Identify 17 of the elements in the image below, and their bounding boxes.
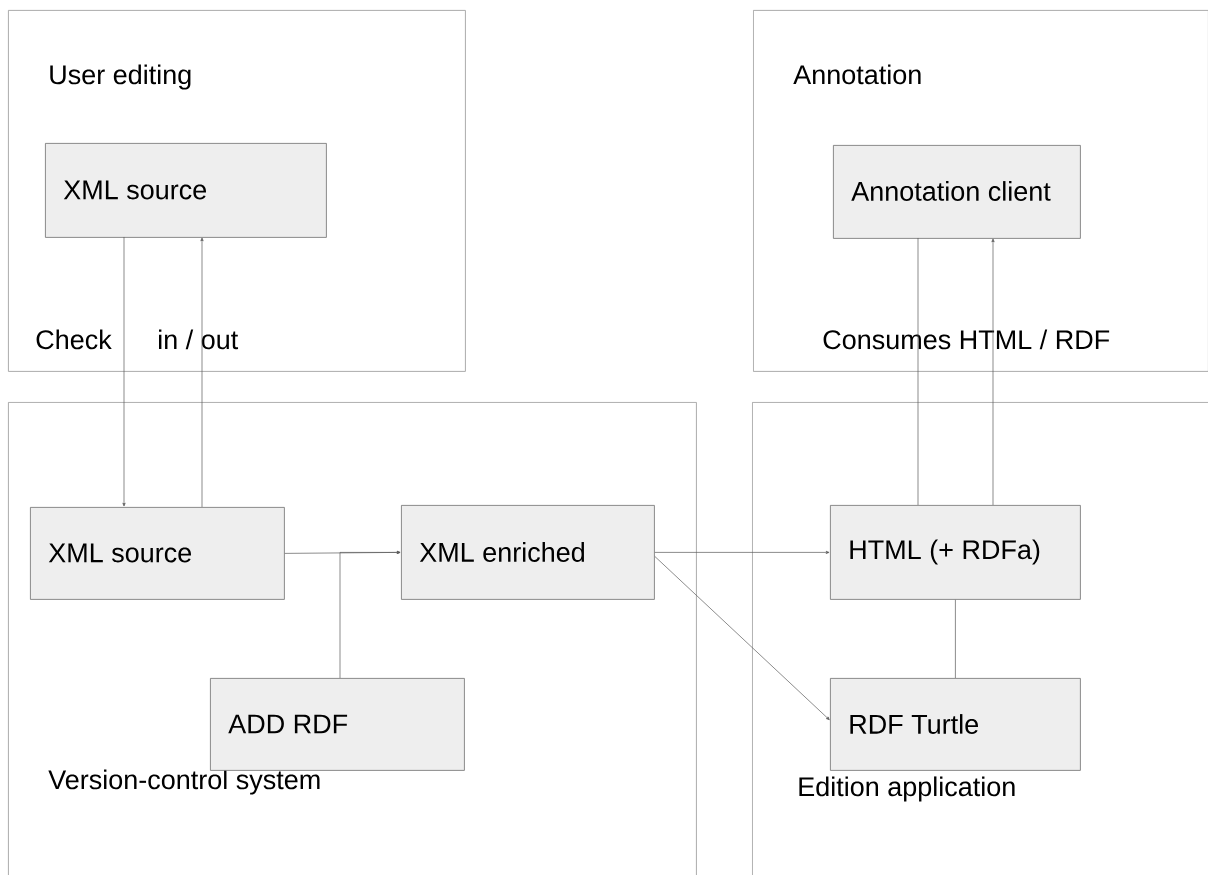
label: Check	[36, 329, 112, 350]
connector	[917, 237, 919, 506]
process-box: XML source	[30, 507, 285, 600]
process-box: XML enriched	[401, 505, 655, 600]
connector	[654, 550, 830, 554]
process-box: HTML (+ RDFa)	[830, 505, 1081, 600]
process-box: RDF Turtle	[830, 678, 1081, 771]
process-box: ADD RDF	[210, 678, 465, 771]
label: in / out	[159, 329, 239, 350]
connector	[200, 237, 204, 508]
connector	[955, 599, 956, 679]
process-box: XML source	[45, 143, 327, 238]
connector	[122, 236, 126, 507]
process-box: Annotation client	[833, 145, 1081, 239]
connector	[654, 556, 830, 721]
connector	[339, 550, 401, 679]
connector	[991, 238, 995, 506]
